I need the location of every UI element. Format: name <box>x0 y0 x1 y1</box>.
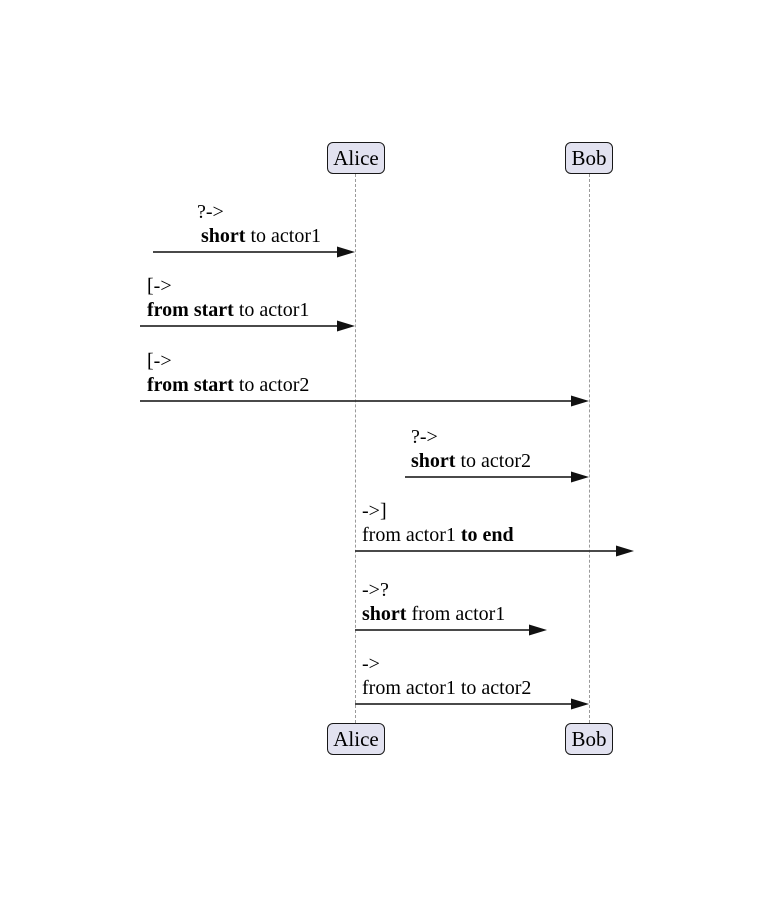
message-operator: ->? <box>362 579 389 601</box>
participant-box-bob-bottom: Bob <box>565 723 613 755</box>
message-operator: -> <box>362 653 380 675</box>
message-arrowhead-icon <box>571 395 589 407</box>
message-operator: ->] <box>362 500 387 522</box>
message-arrowhead-icon <box>529 624 547 636</box>
message-operator: ?-> <box>411 426 438 448</box>
message-label: short to actor1 <box>201 225 321 247</box>
message-label: short from actor1 <box>362 603 506 625</box>
message-operator: ?-> <box>197 201 224 223</box>
message-arrowhead-icon <box>616 545 634 557</box>
message-arrowhead-icon <box>571 698 589 710</box>
message-arrowhead-icon <box>337 246 355 258</box>
message-operator: [-> <box>147 275 172 297</box>
message-label: short to actor2 <box>411 450 531 472</box>
message-arrowhead-icon <box>337 320 355 332</box>
participant-box-alice-bottom: Alice <box>327 723 385 755</box>
message-label: from actor1 to end <box>362 524 514 546</box>
lifeline-alice <box>354 174 356 723</box>
lifeline-bob <box>588 174 590 723</box>
message-label: from start to actor1 <box>147 299 310 321</box>
message-operator: [-> <box>147 350 172 372</box>
participant-box-bob-top: Bob <box>565 142 613 174</box>
message-label: from start to actor2 <box>147 374 310 396</box>
message-arrowhead-icon <box>571 471 589 483</box>
message-label: from actor1 to actor2 <box>362 677 532 699</box>
participant-box-alice-top: Alice <box>327 142 385 174</box>
